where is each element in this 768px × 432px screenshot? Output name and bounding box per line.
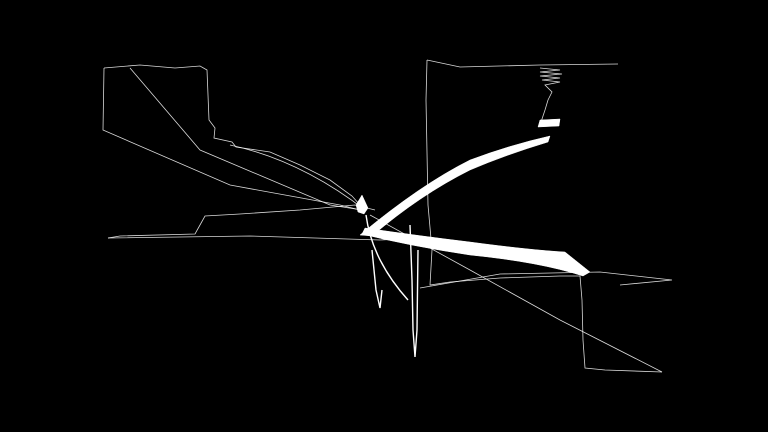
drip-trace-2 <box>371 249 383 309</box>
right-outline-trace <box>425 59 663 373</box>
rising-band <box>359 135 551 237</box>
scribble-stack <box>539 67 563 126</box>
left-lower-trace <box>107 204 376 239</box>
right-horizontal-trace <box>419 271 673 289</box>
top-right-trace <box>426 59 619 68</box>
left-outline-trace <box>103 64 361 206</box>
rising-band-tip <box>537 118 561 128</box>
curved-drip <box>365 214 409 301</box>
drip-trace-1 <box>409 224 419 358</box>
center-spark <box>355 194 369 215</box>
curved-trace <box>229 144 366 211</box>
descending-band <box>361 227 591 277</box>
left-diagonal-trace <box>102 67 361 211</box>
left-long-diagonal-trace <box>129 67 363 211</box>
